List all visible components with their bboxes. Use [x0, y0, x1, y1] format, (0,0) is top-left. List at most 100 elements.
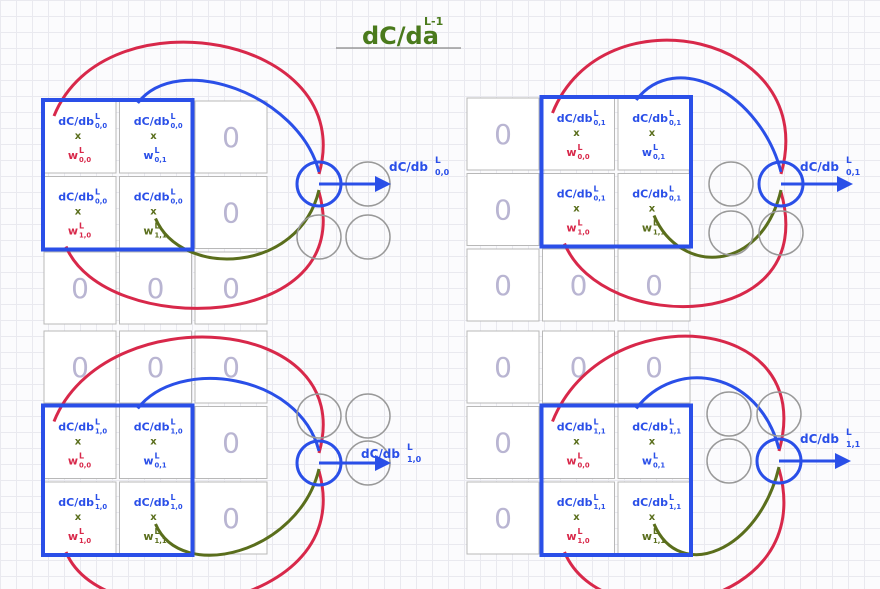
weight-term-main: w — [566, 455, 576, 468]
gradient-term-sub: 1,1 — [594, 503, 606, 511]
gradient-term-sup: L — [95, 493, 100, 502]
grid-cell — [194, 330, 268, 404]
gradient-term-main: dC/db — [632, 421, 668, 434]
gradient-term-sup: L — [594, 184, 599, 193]
times-sign: x — [75, 437, 82, 448]
gradient-term-sub: 0,0 — [171, 197, 183, 205]
weight-term-sup: L — [578, 218, 583, 227]
times-sign: x — [649, 128, 656, 139]
weight-term-main: w — [143, 225, 153, 238]
connection-curve — [563, 191, 788, 309]
connection-curve — [551, 38, 788, 175]
grid-cell — [119, 251, 192, 325]
output-arrowhead — [375, 455, 391, 471]
gradient-term-sub: 1,1 — [594, 427, 606, 435]
gradient-term-sub: 1,0 — [95, 503, 107, 511]
output-label-sub: 1,1 — [846, 440, 861, 449]
weight-term-main: w — [566, 222, 576, 235]
weight-term-sup: L — [653, 451, 658, 460]
gradient-term-main: dC/db — [58, 496, 94, 509]
connection-curve — [551, 334, 786, 452]
zero-value: 0 — [570, 269, 588, 302]
weight-term-sub: 1,0 — [79, 231, 91, 239]
weight-term-main: w — [566, 146, 576, 159]
active-block-border — [539, 95, 693, 249]
gradient-term-sup: L — [669, 493, 674, 502]
grid-cell — [119, 100, 192, 174]
times-sign: x — [150, 512, 157, 523]
gradient-term-sub: 0,1 — [594, 194, 606, 202]
gradient-term-main: dC/db — [58, 191, 94, 204]
weight-term-sup: L — [155, 221, 160, 230]
zero-value: 0 — [494, 269, 512, 302]
gradient-term-sup: L — [669, 184, 674, 193]
gradient-term-main: dC/db — [134, 115, 170, 128]
grid-cell — [466, 330, 540, 404]
connection-curve — [652, 189, 783, 259]
weight-term-sub: 1,0 — [578, 228, 590, 236]
zero-value: 0 — [494, 502, 512, 535]
connection-curve — [136, 78, 321, 173]
neuron-circle — [756, 391, 802, 437]
times-sign: x — [573, 512, 580, 523]
grid-cell — [194, 481, 268, 555]
weight-term-sup: L — [578, 451, 583, 460]
gradient-term-sup: L — [171, 112, 176, 121]
gradient-term-sub: 0,1 — [669, 119, 681, 127]
gradient-term-main: dC/db — [557, 421, 593, 434]
weight-term-sup: L — [155, 451, 160, 460]
times-sign: x — [150, 437, 157, 448]
neuron-circle — [706, 438, 752, 484]
weight-term-sup: L — [79, 527, 84, 536]
weight-term-sup: L — [155, 527, 160, 536]
grid-cell — [542, 173, 615, 246]
weight-term-sub: 1,0 — [578, 537, 590, 545]
weight-term-sup: L — [155, 146, 160, 155]
weight-term-main: w — [143, 530, 153, 543]
weight-term-main: w — [143, 455, 153, 468]
times-sign: x — [573, 204, 580, 215]
weight-term-sub: 0,1 — [653, 461, 665, 469]
weight-term-sub: 1,1 — [155, 231, 167, 239]
grid-cell — [542, 330, 615, 404]
output-label-sup: L — [846, 428, 852, 438]
output-label-main: dC/db — [800, 160, 839, 174]
gradient-term-sub: 1,1 — [669, 427, 681, 435]
weight-term-sub: 0,0 — [578, 461, 590, 469]
output-label-sub: 0,0 — [435, 168, 450, 177]
gradient-term-sup: L — [669, 109, 674, 118]
times-sign: x — [573, 437, 580, 448]
zero-value: 0 — [494, 427, 512, 460]
gradient-term-sub: 0,0 — [95, 122, 107, 130]
grid-cell — [617, 248, 691, 322]
weight-term-main: w — [642, 530, 652, 543]
grid-cell — [466, 406, 540, 479]
zero-value: 0 — [147, 351, 165, 384]
gradient-term-sup: L — [594, 417, 599, 426]
grid-cell — [119, 481, 192, 555]
gradient-term-sup: L — [669, 417, 674, 426]
gradient-term-sub: 1,0 — [95, 427, 107, 435]
weight-term-sup: L — [79, 146, 84, 155]
